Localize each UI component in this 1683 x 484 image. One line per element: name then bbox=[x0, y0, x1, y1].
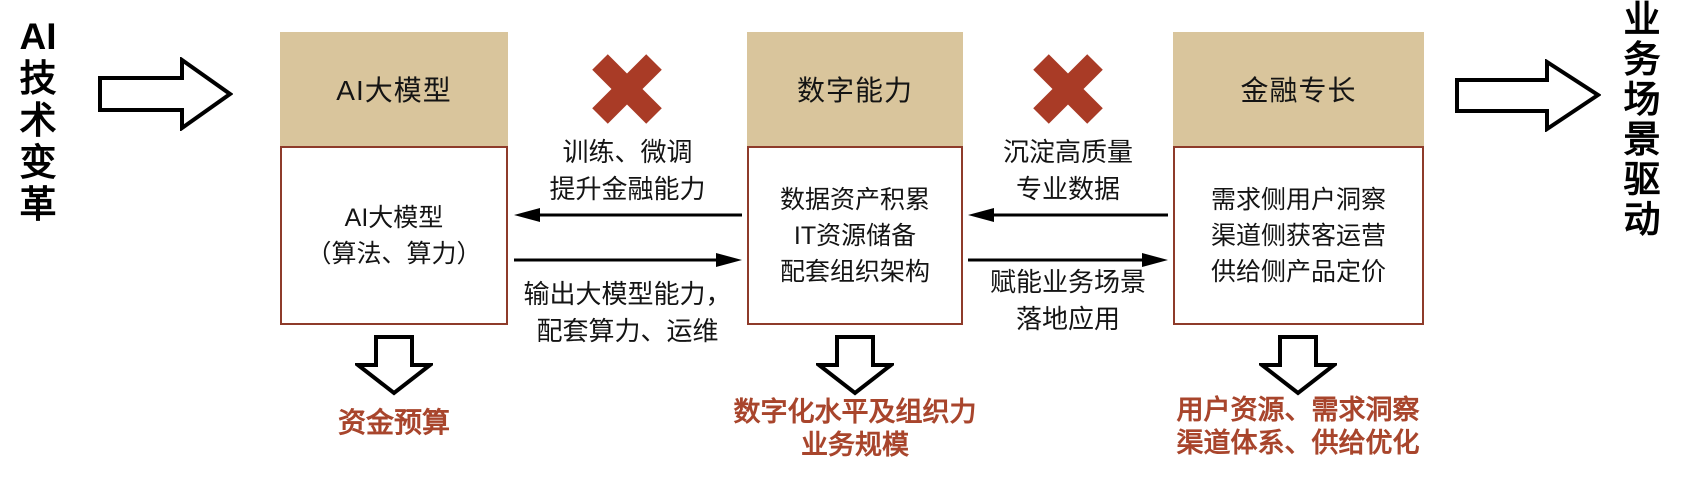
link2-forward-label: 赋能业务场景 落地应用 bbox=[989, 267, 1146, 334]
flow-arrow-left-icon bbox=[98, 57, 233, 131]
box-body-ai-large-model: AI大模型 （算法、算力） bbox=[280, 146, 508, 325]
link1-back-label: 训练、微调 提升金融能力 bbox=[549, 137, 706, 204]
box-body-digital-capability: 数据资产积累 IT资源储备 配套组织架构 bbox=[747, 146, 963, 325]
link1-arrow-left-icon bbox=[514, 208, 742, 222]
caption-user-resources: 用户资源、需求洞察 渠道体系、供给优化 bbox=[1176, 395, 1420, 458]
box-header-ai-large-model: AI大模型 bbox=[280, 32, 508, 146]
box-header-financial-expertise: 金融专长 bbox=[1173, 32, 1424, 146]
link1-forward-label: 输出大模型能力， 配套算力、运维 bbox=[523, 279, 732, 346]
caption-digital-level: 数字化水平及组织力 业务规模 bbox=[733, 397, 977, 460]
down-arrow-icon-1 bbox=[355, 335, 433, 396]
link1-arrow-right-icon bbox=[514, 253, 742, 267]
link2-back-label: 沉淀高质量 专业数据 bbox=[1002, 137, 1133, 204]
box-ai-large-model: AI大模型 AI大模型 （算法、算力） bbox=[280, 32, 508, 325]
caption-funding-budget: 资金预算 bbox=[337, 407, 450, 438]
right-driver-label: 业 务 场 景 驱 动 bbox=[1623, 0, 1661, 240]
link2-arrow-left-icon bbox=[968, 208, 1168, 222]
box-header-digital-capability: 数字能力 bbox=[747, 32, 963, 146]
box-body-financial-expertise: 需求侧用户洞察 渠道侧获客运营 供给侧产品定价 bbox=[1173, 146, 1424, 325]
box-financial-expertise: 金融专长 需求侧用户洞察 渠道侧获客运营 供给侧产品定价 bbox=[1173, 32, 1424, 325]
multiply-icon-2 bbox=[1033, 54, 1103, 124]
box-digital-capability: 数字能力 数据资产积累 IT资源储备 配套组织架构 bbox=[747, 32, 963, 325]
down-arrow-icon-3 bbox=[1259, 335, 1337, 396]
down-arrow-icon-2 bbox=[816, 335, 894, 396]
multiply-icon-1 bbox=[592, 54, 662, 124]
flow-arrow-right-icon bbox=[1455, 59, 1601, 132]
left-driver-label: AI 技 术 变 革 bbox=[19, 16, 57, 225]
link2-arrow-right-icon bbox=[968, 253, 1168, 267]
